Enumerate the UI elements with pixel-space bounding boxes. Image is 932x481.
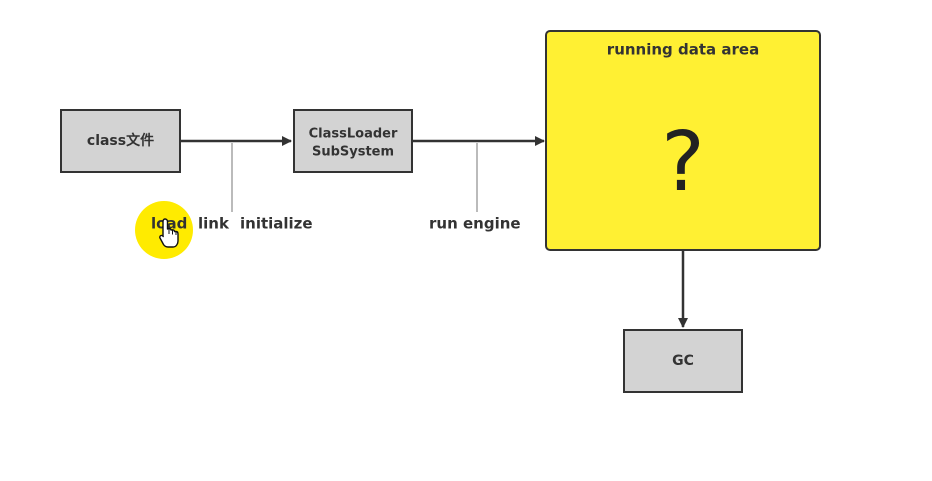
class-file-label: class文件 <box>87 132 154 149</box>
runtime-data-area-title: running data area <box>607 41 759 59</box>
class-file-node: class文件 <box>60 109 181 173</box>
label-run-engine: run engine <box>429 215 521 233</box>
gc-node: GC <box>623 329 743 393</box>
label-initialize: initialize <box>240 215 313 233</box>
label-link: link <box>198 215 230 233</box>
runtime-data-area-node: running data area ? <box>545 30 821 251</box>
hand-pointer-icon <box>159 218 179 248</box>
runtime-data-area-question-mark: ? <box>661 115 705 210</box>
classloader-subsystem-node: ClassLoader SubSystem <box>293 109 413 173</box>
classloader-label-line1: ClassLoader <box>309 127 398 142</box>
label-load: load <box>151 215 187 233</box>
gc-label: GC <box>672 353 694 369</box>
classloader-label-line2: SubSystem <box>312 145 394 160</box>
